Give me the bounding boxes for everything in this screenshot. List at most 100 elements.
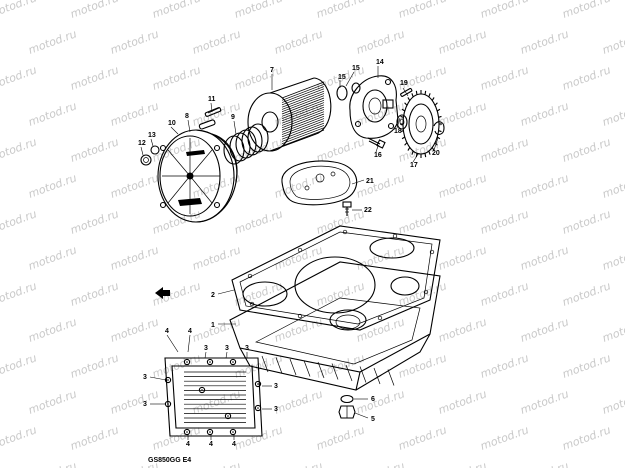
callout-4-b: 4: [188, 328, 192, 335]
watermark-text: motod.ru: [273, 387, 325, 416]
watermark-text: motod.ru: [27, 459, 79, 468]
watermark-text: motod.ru: [479, 279, 531, 308]
watermark-text: motod.ru: [0, 351, 38, 380]
watermark-text: motod.ru: [397, 0, 449, 21]
watermark-text: motod.ru: [397, 135, 449, 164]
watermark-text: motod.ru: [233, 0, 285, 21]
watermark-text: motod.ru: [109, 171, 161, 200]
watermark-text: motod.ru: [601, 27, 625, 56]
watermark-text: motod.ru: [397, 351, 449, 380]
watermark-text: motod.ru: [519, 459, 571, 468]
watermark-text: motod.ru: [0, 135, 38, 164]
callout-labels: 7 15 15 14 19 11 8 9 10 18 13 12 16 20 1…: [138, 59, 440, 448]
watermark-text: motod.ru: [233, 207, 285, 236]
callout-18: 18: [394, 128, 402, 135]
watermark-text: motod.ru: [601, 243, 625, 272]
watermark-text: motod.ru: [355, 27, 407, 56]
callout-1: 1: [211, 322, 215, 329]
watermark-text: motod.ru: [519, 387, 571, 416]
watermark-text: motod.ru: [27, 243, 79, 272]
watermark-text: motod.ru: [355, 171, 407, 200]
circlip-20: [433, 121, 445, 135]
watermark-text: motod.ru: [519, 243, 571, 272]
leader-lines: [140, 66, 439, 440]
watermark-text: motod.ru: [0, 279, 38, 308]
bolt-16: [367, 137, 386, 149]
watermark-text: motod.ru: [561, 423, 613, 452]
model-code: GS850GG E4: [148, 457, 191, 464]
callout-3-d: 3: [143, 374, 147, 381]
watermark-text: motod.ru: [0, 0, 38, 21]
watermark-text: motod.ru: [109, 387, 161, 416]
callout-14: 14: [376, 59, 384, 66]
callout-6: 6: [371, 396, 375, 403]
callout-16: 16: [374, 152, 382, 159]
watermark-text: motod.ru: [437, 243, 489, 272]
pin-19: [400, 87, 413, 97]
callout-17: 17: [410, 162, 418, 169]
callout-3-f: 3: [274, 383, 278, 390]
oil-pan-1: [229, 261, 441, 391]
spring-9: [223, 123, 269, 165]
watermark-text: motod.ru: [479, 135, 531, 164]
callout-10: 10: [168, 120, 176, 127]
oil-pump-driven-gear-17: [400, 90, 442, 158]
watermark-text: motod.ru: [397, 207, 449, 236]
watermark-text: motod.ru: [273, 27, 325, 56]
watermark-text: motod.ru: [69, 63, 121, 92]
watermark-text: motod.ru: [273, 459, 325, 468]
watermark-text: motod.ru: [273, 99, 325, 128]
watermark-text: motod.ru: [479, 351, 531, 380]
callout-3-b: 3: [225, 345, 229, 352]
callout-13: 13: [148, 132, 156, 139]
o-ring-12: [140, 154, 152, 166]
watermark-text: motod.ru: [561, 0, 613, 21]
watermark-text: motod.ru: [397, 423, 449, 452]
callout-3-e: 3: [143, 401, 147, 408]
washer-18: [396, 114, 408, 130]
watermark-text: motod.ru: [69, 351, 121, 380]
watermark-text: motod.ru: [191, 243, 243, 272]
watermark-text: motod.ru: [601, 315, 625, 344]
oil-filter-cover: [157, 129, 238, 223]
callout-4-c: 4: [186, 441, 190, 448]
watermark-text: motod.ru: [561, 63, 613, 92]
callout-7: 7: [270, 67, 274, 74]
watermark-text: motod.ru: [479, 423, 531, 452]
watermark-text: motod.ru: [519, 27, 571, 56]
watermark-text: motod.ru: [69, 423, 121, 452]
watermark-text: motod.ru: [479, 63, 531, 92]
callout-22: 22: [364, 207, 372, 214]
oil-filter-7: [247, 77, 332, 152]
watermark-text: motod.ru: [0, 63, 38, 92]
watermark-text: motod.ru: [0, 423, 38, 452]
drain-plug-5: [338, 405, 356, 419]
watermark-text: motod.ru: [519, 99, 571, 128]
watermark-text: motod.ru: [109, 315, 161, 344]
watermark-text: motod.ru: [27, 99, 79, 128]
watermark-text: motod.ru: [437, 315, 489, 344]
callout-5: 5: [371, 416, 375, 423]
watermark-text: motod.ru: [355, 387, 407, 416]
watermark-text: motod.ru: [561, 207, 613, 236]
watermark-text: motod.ru: [397, 63, 449, 92]
callout-19: 19: [400, 80, 408, 87]
watermark-text: motod.ru: [109, 99, 161, 128]
callout-4-d: 4: [209, 441, 213, 448]
watermark-text: motod.ru: [27, 27, 79, 56]
watermark-text: motod.ru: [437, 171, 489, 200]
callout-2: 2: [211, 292, 215, 299]
watermark-text: motod.ru: [151, 0, 203, 21]
callout-3-a: 3: [204, 345, 208, 352]
callout-15b: 15: [338, 74, 346, 81]
watermark-text: motod.ru: [601, 459, 625, 468]
watermark-text: motod.ru: [273, 243, 325, 272]
watermark-text: motod.ru: [437, 27, 489, 56]
watermark-text: motod.ru: [437, 459, 489, 468]
front-direction-arrow: [155, 287, 170, 299]
pin-8: [198, 119, 216, 130]
watermark-text: motod.ru: [561, 279, 613, 308]
watermark-text: motod.ru: [191, 27, 243, 56]
